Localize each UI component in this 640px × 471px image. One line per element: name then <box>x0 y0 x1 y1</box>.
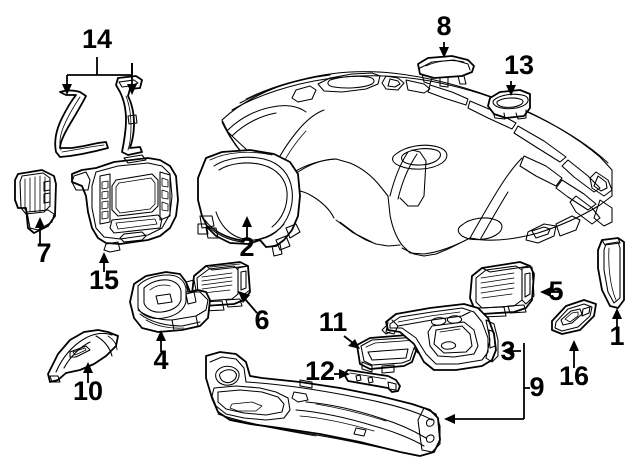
part-defroster-grille-cap-large[interactable] <box>417 55 475 88</box>
callout-label-10: 10 <box>73 376 103 406</box>
callout-label-9: 9 <box>529 372 544 402</box>
part-side-cowl-kick-panel-trim[interactable] <box>47 329 119 383</box>
arrowhead-left <box>502 346 513 356</box>
callout-label-12: 12 <box>305 356 335 386</box>
callout-label-7: 7 <box>36 238 51 268</box>
callout-label-14: 14 <box>82 24 112 54</box>
part-instrument-cluster-bezel[interactable] <box>197 149 301 257</box>
callout-label-13: 13 <box>504 50 534 80</box>
callout-7-leader <box>35 217 45 245</box>
callout-label-15: 15 <box>89 265 119 295</box>
part-steering-column-lower-shroud[interactable] <box>129 271 211 333</box>
arrowhead-up <box>35 217 45 228</box>
part-defroster-grille-cap-small[interactable] <box>487 89 531 120</box>
part-console-upper-trim-panel[interactable] <box>381 303 499 371</box>
callout-label-2: 2 <box>239 232 254 262</box>
callout-13-leader <box>506 81 516 96</box>
arrowhead-down <box>506 85 516 96</box>
part-switch-bezel-small[interactable] <box>551 299 597 335</box>
callout-5-leader <box>540 287 559 297</box>
callout-label-6: 6 <box>254 305 269 335</box>
part-center-stack-radio-bezel[interactable] <box>71 154 179 253</box>
callout-label-8: 8 <box>436 11 451 41</box>
arrowhead-up <box>569 340 579 351</box>
arrowhead-up <box>242 216 252 227</box>
callout-label-1: 1 <box>609 321 624 351</box>
arrowhead-down <box>439 47 449 58</box>
arrowhead-up <box>83 362 93 373</box>
callout-16-leader <box>569 340 579 368</box>
part-console-side-molding-strip[interactable] <box>343 369 401 393</box>
callout-6-leader <box>238 291 258 314</box>
arrowhead-down-right <box>348 339 360 349</box>
part-windshield-pillar-garnish-left[interactable] <box>54 89 109 158</box>
callout-4-leader <box>156 330 166 352</box>
callout-label-4: 4 <box>153 345 168 375</box>
callout-10-leader <box>83 362 93 383</box>
part-windshield-pillar-garnish-right[interactable] <box>597 237 625 309</box>
callout-8-leader <box>439 42 449 58</box>
callout-12-leader <box>334 369 350 379</box>
callout-1-leader <box>612 308 622 328</box>
arrowhead-right <box>339 369 350 379</box>
callout-label-11: 11 <box>319 307 348 337</box>
arrowhead-down <box>62 84 72 95</box>
callout-15-leader <box>99 252 109 272</box>
part-instrument-panel-lower-trim-assembly[interactable] <box>205 351 441 457</box>
callout-9-leader <box>444 343 530 424</box>
arrowhead-up <box>99 252 109 263</box>
callout-label-16: 16 <box>559 361 589 391</box>
arrowhead-down <box>127 84 137 95</box>
arrowhead-left <box>444 414 455 424</box>
arrowhead-up <box>612 308 622 319</box>
arrowhead-up <box>156 330 166 341</box>
part-air-outlet-vent-side-left[interactable] <box>14 169 57 234</box>
callout-label-3: 3 <box>500 336 515 366</box>
callout-14-leader <box>62 57 137 95</box>
callout-11-leader <box>343 335 360 349</box>
callout-2-leader <box>242 216 252 240</box>
arrowhead-up-left <box>238 291 250 303</box>
callout-label-5: 5 <box>548 276 563 306</box>
arrowhead-left <box>540 287 551 297</box>
callout-3-leader <box>502 346 521 356</box>
